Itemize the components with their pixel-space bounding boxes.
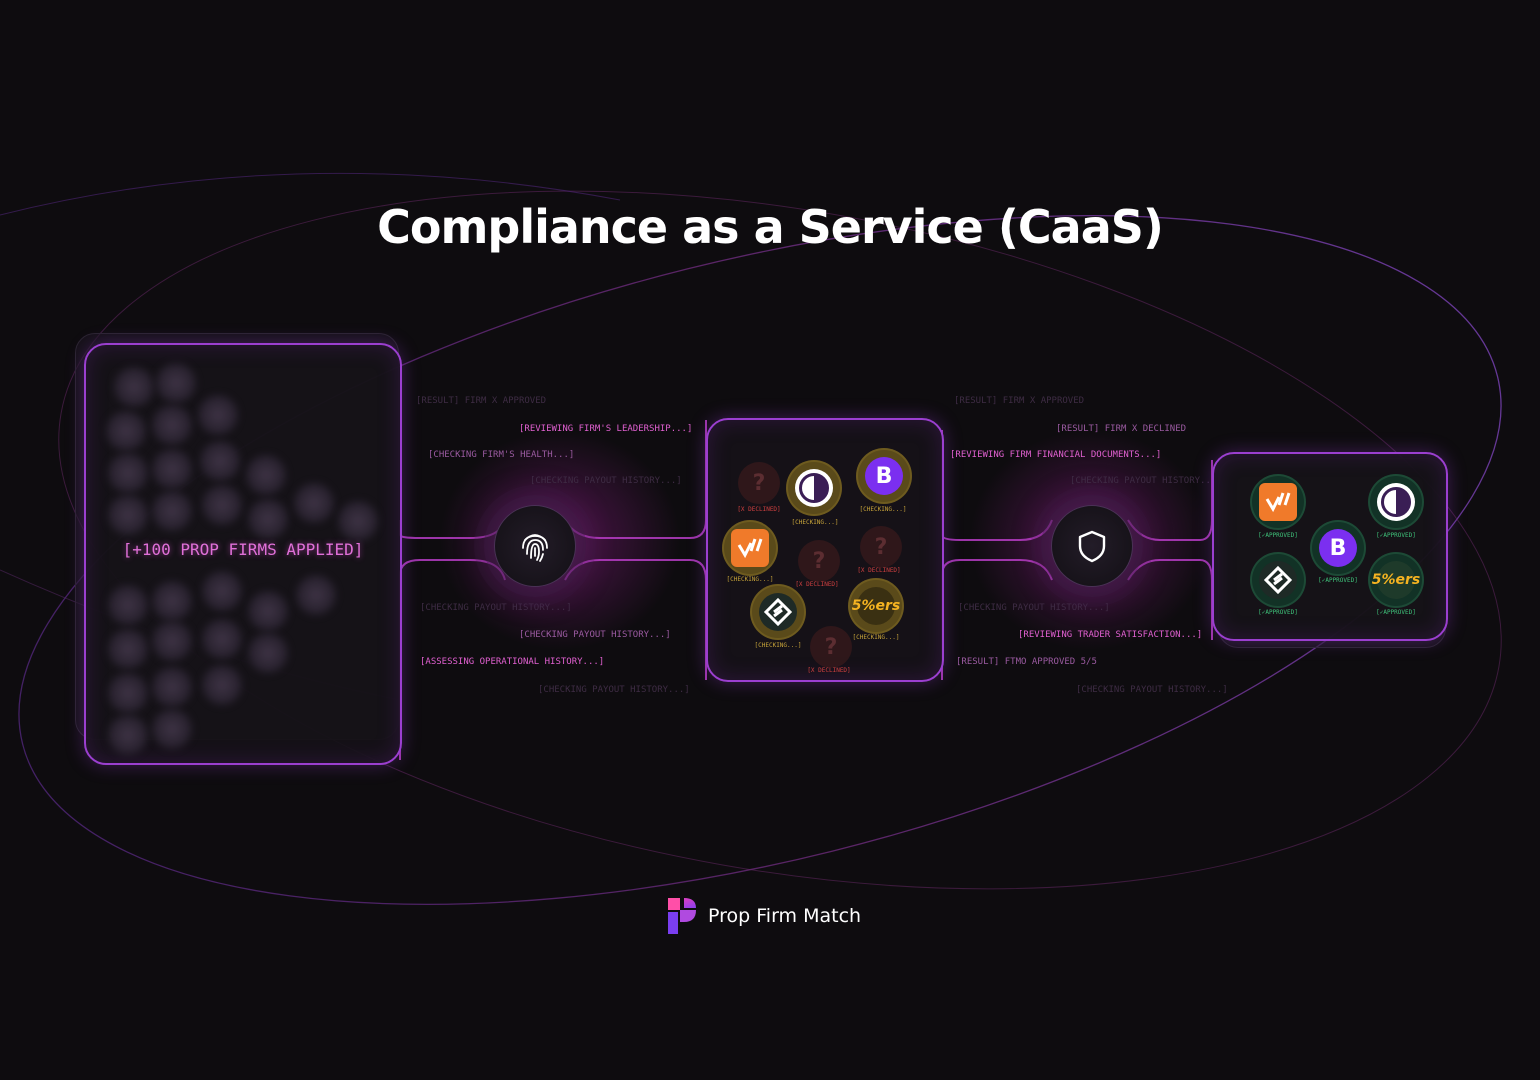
log-line: [REVIEWING FIRM FINANCIAL DOCUMENTS...] xyxy=(950,450,1162,460)
unknown-firm-icon xyxy=(152,491,192,531)
checkmark-icon xyxy=(737,538,763,559)
log-line: [CHECKING PAYOUT HISTORY...] xyxy=(530,476,682,486)
verification-hub xyxy=(494,505,576,587)
log-line: [RESULT] FIRM X APPROVED xyxy=(954,396,1085,406)
unknown-firm-icon xyxy=(108,629,148,669)
log-line: [CHECKING PAYOUT HISTORY...] xyxy=(958,603,1110,613)
firm-logo-diamond xyxy=(1252,554,1304,606)
prop-firm-match-logo xyxy=(668,898,696,934)
status-checking: [CHECKING...] xyxy=(791,519,839,526)
unknown-firm-icon xyxy=(294,483,334,523)
checkmark-icon xyxy=(1265,492,1291,513)
unknown-firm-logo: ? xyxy=(798,540,840,582)
unknown-firm-icon xyxy=(198,395,238,435)
unknown-firm-icon xyxy=(246,455,286,495)
firm-logo-check xyxy=(724,522,776,574)
unknown-firm-icon xyxy=(248,499,288,539)
log-line: [REVIEWING TRADER SATISFACTION...] xyxy=(1018,630,1203,640)
status-checking: [CHECKING...] xyxy=(726,576,774,583)
unknown-firm-icon xyxy=(108,453,148,493)
brand-footer: Prop Firm Match xyxy=(666,896,861,936)
firm-logo-diamond xyxy=(752,586,804,638)
status-approved: [✓APPROVED] xyxy=(1318,577,1358,584)
unknown-firm-icon xyxy=(152,449,192,489)
status-declined: [X DECLINED] xyxy=(857,567,901,574)
firm-logo-b-letter: B xyxy=(1319,529,1357,567)
status-approved: [✓APPROVED] xyxy=(1376,532,1416,539)
firm-logo-5ers-text: 5%ers xyxy=(852,587,900,625)
firm-logo-b: B xyxy=(858,450,910,502)
review-panel: ? [X DECLINED] [CHECKING...] B [CHECKING… xyxy=(706,418,944,682)
unknown-firm-icon xyxy=(108,495,148,535)
unknown-firm-icon xyxy=(152,667,192,707)
unknown-firm-logo: ? xyxy=(860,526,902,568)
unknown-firm-icon xyxy=(108,715,148,755)
unknown-firm-icon xyxy=(114,367,154,407)
status-checking: [CHECKING...] xyxy=(859,506,907,513)
firm-logo-moon xyxy=(1370,476,1422,528)
unknown-firm-icon xyxy=(202,571,242,611)
log-line: [REVIEWING FIRM'S LEADERSHIP...] xyxy=(519,424,693,434)
unknown-firm-icon xyxy=(202,485,242,525)
diamond-logo-icon xyxy=(1264,566,1292,594)
status-checking: [CHECKING...] xyxy=(852,634,900,641)
applied-panel: [+100 PROP FIRMS APPLIED] xyxy=(84,343,402,765)
log-line: [CHECKING PAYOUT HISTORY...] xyxy=(420,603,572,613)
firm-logo-moon xyxy=(788,462,840,514)
status-approved: [✓APPROVED] xyxy=(1258,609,1298,616)
log-line: [CHECKING PAYOUT HISTORY...] xyxy=(1070,476,1222,486)
unknown-firm-icon xyxy=(338,501,378,541)
unknown-firm-logo: ? xyxy=(810,626,852,668)
status-checking: [CHECKING...] xyxy=(754,642,802,649)
unknown-firm-icon xyxy=(152,581,192,621)
unknown-firm-icon xyxy=(248,633,288,673)
log-line: [RESULT] FIRM X DECLINED xyxy=(1056,424,1187,434)
log-line: [RESULT] FIRM X APPROVED xyxy=(416,396,547,406)
status-declined: [X DECLINED] xyxy=(795,581,839,588)
log-line: [RESULT] FTMO APPROVED 5/5 xyxy=(956,657,1097,667)
unknown-firm-icon xyxy=(152,621,192,661)
unknown-firm-icon xyxy=(108,585,148,625)
firm-logo-5ers: 5%ers xyxy=(1370,554,1422,606)
unknown-firm-icon xyxy=(152,709,192,749)
log-line: [CHECKING FIRM'S HEALTH...] xyxy=(428,450,575,460)
compliance-hub xyxy=(1051,505,1133,587)
unknown-firm-icon xyxy=(202,619,242,659)
firm-logo-5ers: 5%ers xyxy=(850,580,902,632)
unknown-firm-icon xyxy=(152,405,192,445)
firm-logo-b: B xyxy=(1312,522,1364,574)
unknown-firm-logo: ? xyxy=(738,462,780,504)
status-declined: [X DECLINED] xyxy=(807,667,851,674)
log-line: [CHECKING PAYOUT HISTORY...] xyxy=(519,630,671,640)
status-approved: [✓APPROVED] xyxy=(1258,532,1298,539)
log-line: [CHECKING PAYOUT HISTORY...] xyxy=(538,685,690,695)
unknown-firm-icon xyxy=(108,673,148,713)
diamond-logo-icon xyxy=(764,598,792,626)
unknown-firm-icon xyxy=(106,411,146,451)
unknown-firm-icon xyxy=(248,591,288,631)
firm-logo-b-letter: B xyxy=(865,457,903,495)
fingerprint-icon xyxy=(522,534,548,562)
unknown-firm-icon xyxy=(202,665,242,705)
approved-panel: [✓APPROVED] [✓APPROVED] B [✓APPROVED] [✓… xyxy=(1212,452,1448,641)
firm-logo-check xyxy=(1252,476,1304,528)
page-title: Compliance as a Service (CaaS) xyxy=(377,200,1164,254)
shield-icon xyxy=(1078,530,1106,563)
status-declined: [X DECLINED] xyxy=(737,506,781,513)
log-line: [CHECKING PAYOUT HISTORY...] xyxy=(1076,685,1228,695)
log-line: [ASSESSING OPERATIONAL HISTORY...] xyxy=(420,657,605,667)
status-approved: [✓APPROVED] xyxy=(1376,609,1416,616)
applied-count-label: [+100 PROP FIRMS APPLIED] xyxy=(122,540,364,559)
firm-logo-5ers-text: 5%ers xyxy=(1372,561,1420,599)
brand-name: Prop Firm Match xyxy=(708,905,862,927)
unknown-firm-icon xyxy=(200,441,240,481)
unknown-firm-icon xyxy=(156,363,196,403)
unknown-firm-icon xyxy=(296,575,336,615)
